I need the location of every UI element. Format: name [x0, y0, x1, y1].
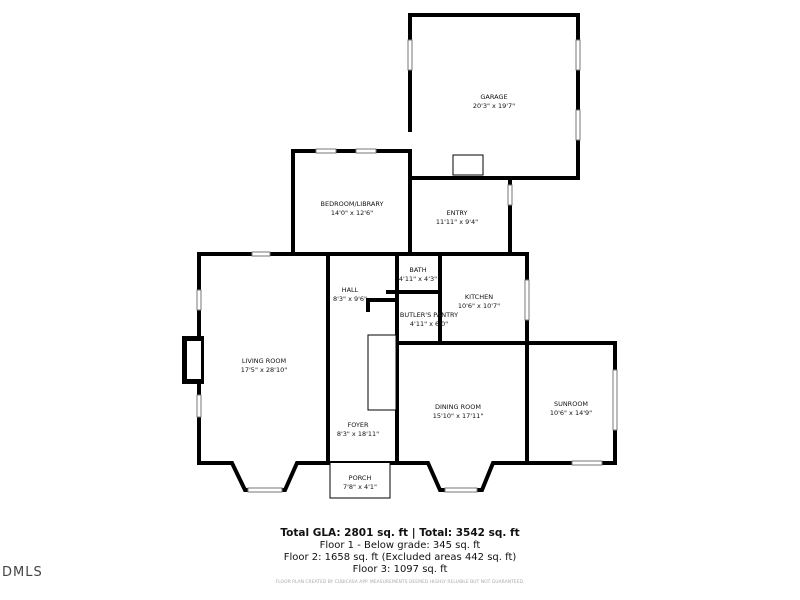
walls — [182, 13, 617, 499]
room-dims: 20'3" x 19'7" — [473, 102, 515, 110]
room-dims: 17'5" x 28'10" — [241, 366, 287, 374]
room-name-bedroom: BEDROOM/LIBRARY — [321, 200, 384, 208]
room-name-garage: GARAGE — [480, 93, 507, 101]
room-dims: 8'3" x 9'6" — [333, 295, 367, 303]
room-name-dining: DINING ROOM — [435, 403, 481, 411]
room-name-entry: ENTRY — [446, 209, 467, 217]
room-dims: 10'6" x 10'7" — [458, 302, 500, 310]
room-dims: 4'11" x 4'3" — [399, 275, 437, 283]
stairs — [367, 334, 397, 411]
windows — [196, 39, 618, 493]
room-name-butlers-pantry: BUTLER'S PANTRY — [400, 311, 458, 319]
room-name-living: LIVING ROOM — [242, 357, 286, 365]
room-name-porch: PORCH — [349, 474, 372, 482]
room-name-hall: HALL — [342, 286, 359, 294]
room-dims: 15'10" x 17'11" — [433, 412, 484, 420]
room-dims: 4'11" x 6'0" — [410, 320, 448, 328]
room-name-kitchen: KITCHEN — [465, 293, 493, 301]
room-dims: 8'3" x 18'11" — [337, 430, 379, 438]
room-dims: 7'8" x 4'1" — [343, 483, 377, 491]
room-name-sunroom: SUNROOM — [554, 400, 588, 408]
disclaimer: FLOOR PLAN CREATED BY CUBICASA APP. MEAS… — [275, 580, 525, 585]
room-name-bath: BATH — [409, 266, 426, 274]
dmls-logo: DMLS — [2, 565, 43, 580]
floor3-area: Floor 3: 1097 sq. ft — [352, 564, 448, 575]
room-dims: 11'11" x 9'4" — [436, 218, 478, 226]
room-dims: 14'0" x 12'6" — [331, 209, 373, 217]
floor2-area: Floor 2: 1658 sq. ft (Excluded areas 442… — [283, 552, 517, 563]
room-dims: 10'6" x 14'9" — [550, 409, 592, 417]
room-labels: GARAGE 20'3" x 19'7" BEDROOM/LIBRARY 14'… — [241, 93, 592, 491]
total-area: Total GLA: 2801 sq. ft | Total: 3542 sq.… — [280, 527, 520, 539]
floor1-area: Floor 1 - Below grade: 345 sq. ft — [319, 540, 481, 551]
room-name-foyer: FOYER — [347, 421, 369, 429]
